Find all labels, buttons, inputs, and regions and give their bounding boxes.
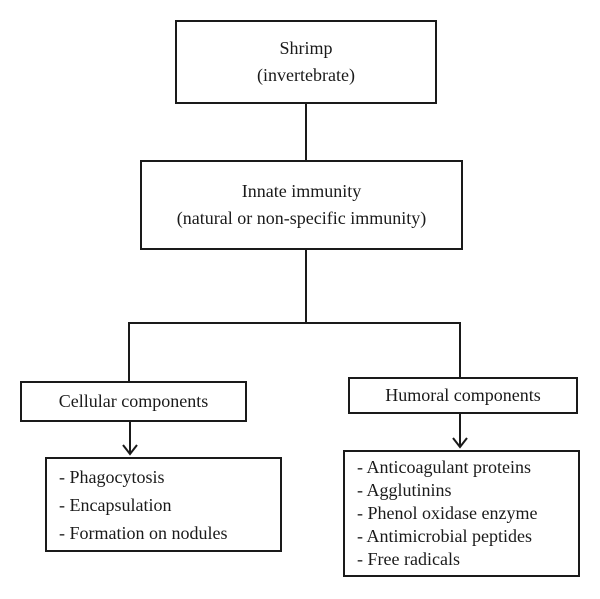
list-item: - Free radicals — [357, 549, 460, 569]
node-humoral-list: - Anticoagulant proteins - Agglutinins -… — [343, 450, 580, 577]
node-innate-line1: Innate immunity — [241, 181, 362, 201]
node-cellular-components: Cellular components — [20, 381, 247, 422]
node-humoral-components: Humoral components — [348, 377, 578, 414]
connector-drop-cellular — [128, 322, 130, 382]
connector-branch-horizontal — [128, 322, 461, 324]
node-innate-immunity: Innate immunity (natural or non-specific… — [140, 160, 463, 250]
connector-drop-humoral — [459, 322, 461, 378]
node-shrimp: Shrimp (invertebrate) — [175, 20, 437, 104]
connector-innate-branch-stub — [305, 249, 307, 324]
down-arrow-icon — [452, 413, 468, 449]
list-item: - Agglutinins — [357, 480, 452, 500]
list-item: - Phenol oxidase enzyme — [357, 503, 538, 523]
list-item: - Antimicrobial peptides — [357, 526, 532, 546]
node-shrimp-line1: Shrimp — [279, 38, 333, 58]
node-innate-line2: (natural or non-specific immunity) — [176, 208, 427, 228]
node-cellular-list: - Phagocytosis - Encapsulation - Formati… — [45, 457, 282, 552]
node-humoral-label: Humoral components — [385, 385, 541, 405]
node-shrimp-line2: (invertebrate) — [257, 65, 355, 85]
list-item: - Encapsulation — [59, 494, 172, 515]
down-arrow-icon — [122, 421, 138, 456]
list-item: - Anticoagulant proteins — [357, 457, 531, 477]
connector-shrimp-innate — [305, 102, 307, 160]
node-cellular-label: Cellular components — [58, 391, 209, 411]
list-item: - Phagocytosis — [59, 466, 165, 487]
list-item: - Formation on nodules — [59, 522, 228, 543]
